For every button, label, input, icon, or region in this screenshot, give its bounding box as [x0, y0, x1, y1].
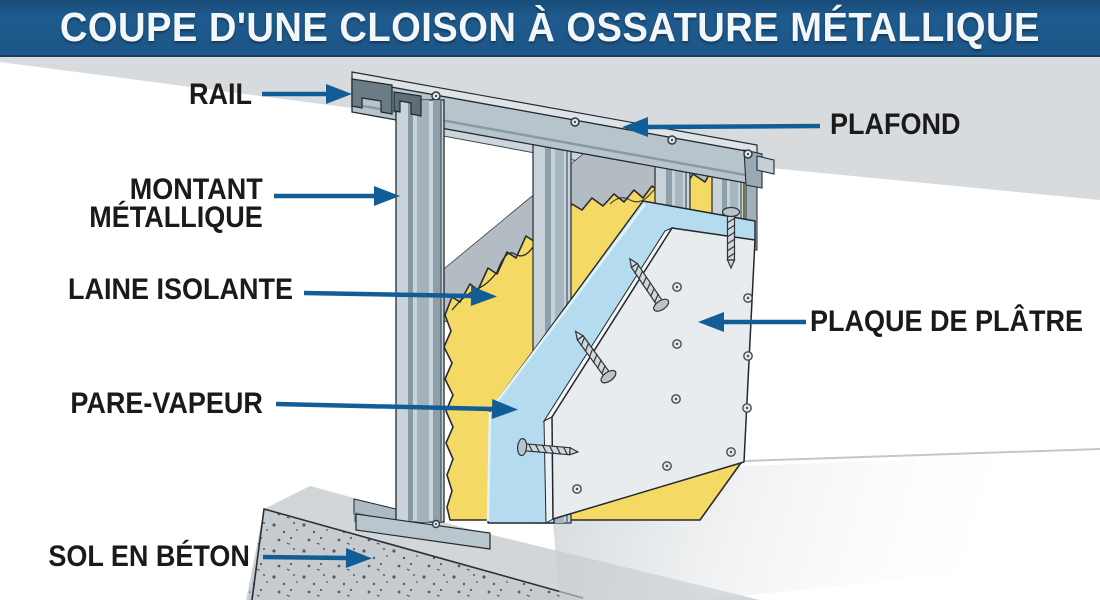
- vapor-barrier-highlight: [486, 203, 646, 522]
- concrete-slab-edge: [251, 507, 584, 600]
- pare-vapeur-arrow: [275, 399, 518, 419]
- label-montant-line1: MONTANT: [130, 173, 263, 206]
- plafond-arrow: [622, 117, 821, 137]
- concrete-slab-speckles: [248, 509, 590, 600]
- label-plaque: PLAQUE DE PLÂTRE: [810, 305, 1084, 338]
- label-plafond: PLAFOND: [830, 108, 961, 141]
- page-title: COUPE D'UNE CLOISON À OSSATURE MÉTALLIQU…: [59, 4, 1041, 50]
- plasterboard-screw-heads: [572, 282, 753, 494]
- laine-arrow: [303, 286, 497, 306]
- rail-screw-heads: [431, 91, 753, 159]
- label-laine: LAINE ISOLANTE: [67, 273, 293, 306]
- wall-floor-line: [744, 448, 1100, 462]
- plasterboard-shape: [551, 227, 756, 520]
- label-pare: PARE-VAPEUR: [70, 387, 263, 420]
- title-banner: COUPE D'UNE CLOISON À OSSATURE MÉTALLIQU…: [0, 0, 1100, 57]
- label-rail: RAIL: [189, 78, 252, 111]
- top-rail-shape: [351, 71, 775, 189]
- label-montant: MONTANT MÉTALLIQUE: [89, 173, 263, 234]
- label-montant-line2: MÉTALLIQUE: [89, 201, 263, 234]
- metal-stud-1: [393, 91, 445, 523]
- bottom-rail-shape: [355, 513, 491, 550]
- label-sol: SOL EN BÉTON: [48, 540, 250, 573]
- sol-arrow: [262, 548, 372, 568]
